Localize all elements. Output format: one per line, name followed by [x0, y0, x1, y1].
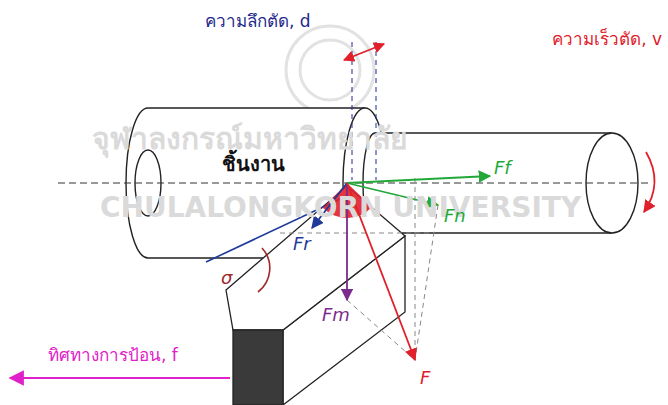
- depth-guides: [352, 42, 376, 180]
- feed-arrow: [10, 377, 230, 379]
- angle-arc: [258, 248, 270, 292]
- dimension-label: ความลึกตัด, d: [205, 12, 311, 32]
- force-label: Ff: [494, 158, 511, 179]
- rotation-arrow: [644, 152, 655, 212]
- force-label: Fm: [322, 305, 350, 326]
- force-ff: [347, 176, 490, 183]
- force-label: F: [420, 368, 430, 389]
- speed-label: ความเร็วตัด, v: [552, 30, 662, 50]
- watermark-seal: [286, 26, 374, 114]
- watermark: จุฬาลงกรณ์มหาวิทยาลัย: [92, 122, 408, 157]
- workpiece-label-box: ชิ้นงาน: [218, 146, 297, 182]
- part-name: ชิ้นงาน: [222, 148, 293, 180]
- depth-arrow: [344, 44, 384, 60]
- feed-label: ทิศทางการป้อน, f: [48, 346, 178, 366]
- angle-label: σ: [221, 268, 232, 289]
- force-label: Fr: [293, 234, 311, 255]
- watermark: CHULALONGKORN UNIVERSITY: [100, 192, 581, 224]
- force-label: Fn: [444, 206, 466, 227]
